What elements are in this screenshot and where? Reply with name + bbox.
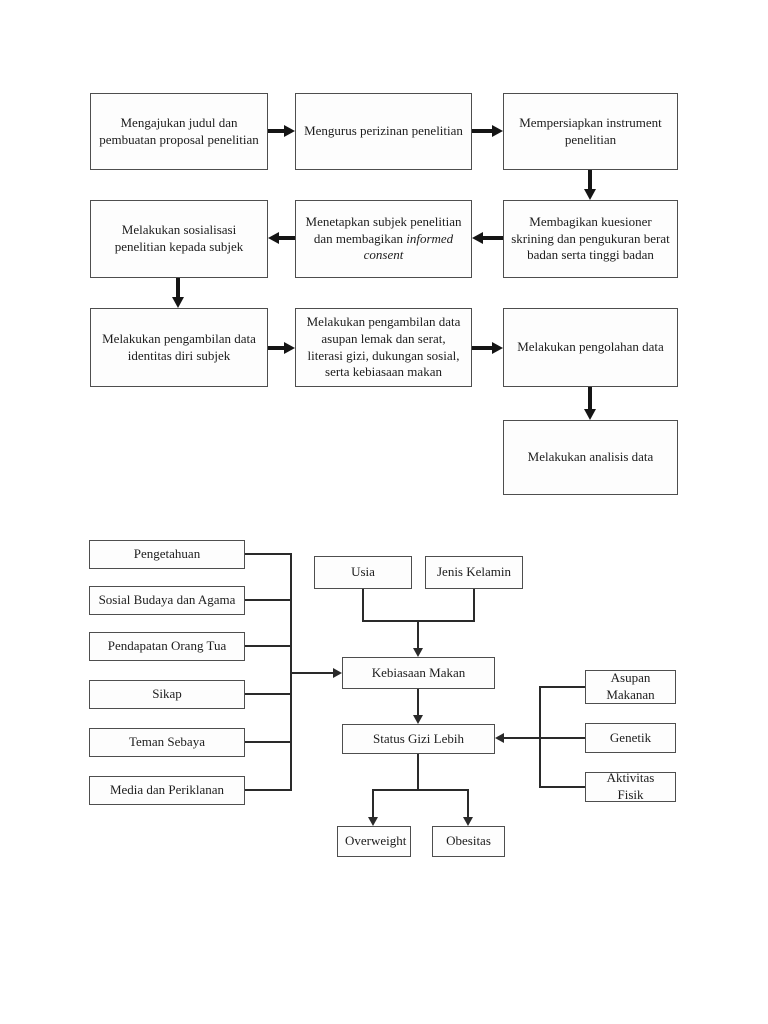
factor-box-jenis-kelamin: Jenis Kelamin	[425, 556, 523, 589]
arrow-line-right-icon	[472, 129, 492, 133]
connector-line	[372, 789, 469, 791]
factor-label: Jenis Kelamin	[436, 564, 511, 580]
factor-box-sosial-budaya: Sosial Budaya dan Agama	[89, 586, 245, 615]
arrowhead-down-icon	[463, 817, 473, 826]
arrow-line-down-icon	[417, 689, 419, 716]
outcome-box-overweight: Overweight	[337, 826, 411, 857]
flow-box-label: Mempersiapkan instrument penelitian	[519, 114, 662, 147]
arrowhead-left-icon	[472, 232, 483, 244]
flow-box-set-subjects: Menetapkan subjek penelitian dan membagi…	[295, 200, 472, 278]
flow-box-collect-intake: Melakukan pengambilan data asupan lemak …	[295, 308, 472, 387]
center-label: Kebiasaan Makan	[371, 664, 466, 680]
flow-box-process-data: Melakukan pengolahan data	[503, 308, 678, 387]
flow-box-label: Mengurus perizinan penelitian	[304, 123, 463, 139]
arrowhead-right-icon	[492, 125, 503, 137]
flow-box-label-text: Menetapkan subjek penelitian dan membagi…	[305, 213, 462, 246]
flow-box-collect-identity: Melakukan pengambilan data identitas dir…	[90, 308, 268, 387]
arrow-line-down-icon	[176, 278, 180, 298]
arrowhead-down-icon	[584, 189, 596, 200]
factor-label: Media dan Periklanan	[109, 782, 225, 798]
center-label: Status Gizi Lebih	[373, 730, 464, 746]
arrowhead-right-icon	[492, 342, 503, 354]
connector-line	[245, 645, 292, 647]
arrowhead-down-icon	[584, 409, 596, 420]
factor-box-sikap: Sikap	[89, 680, 245, 709]
arrow-line-down-icon	[467, 789, 469, 818]
factor-label: Aktivitas Fisik	[606, 770, 655, 802]
flow-box-label: Melakukan pengambilan data asupan lemak …	[306, 313, 461, 380]
arrow-line-right-icon	[472, 346, 492, 350]
factor-box-aktivitas-fisik: Aktivitas Fisik	[585, 770, 676, 802]
factor-label: Pendapatan Orang Tua	[107, 638, 227, 654]
arrow-line-down-icon	[372, 789, 374, 818]
flow-box-label: Membagikan kuesioner skrining dan penguk…	[511, 213, 670, 263]
arrowhead-left-icon	[268, 232, 279, 244]
factor-label: Teman Sebaya	[129, 734, 205, 750]
outcome-label: Obesitas	[446, 833, 491, 849]
factor-box-usia: Usia	[314, 556, 412, 589]
arrow-line-right-icon	[268, 346, 285, 350]
factor-label: Sikap	[152, 686, 182, 702]
arrowhead-down-icon	[368, 817, 378, 826]
arrowhead-right-icon	[333, 668, 342, 678]
connector-line	[245, 789, 292, 791]
arrow-line-right-icon	[268, 129, 285, 133]
factor-label: Pengetahuan	[133, 546, 201, 562]
factor-label: Asupan Makanan	[606, 670, 655, 702]
arrow-line-down-icon	[588, 387, 592, 409]
flow-box-label: Melakukan analisis data	[527, 449, 654, 465]
arrow-line-down-icon	[417, 620, 419, 649]
flow-box-socialization: Melakukan sosialisasi penelitian kepada …	[90, 200, 268, 278]
flow-box-label: Mengajukan judul dan pembuatan proposal …	[99, 114, 259, 147]
factor-label: Genetik	[609, 729, 652, 745]
factor-box-asupan-makanan: Asupan Makanan	[585, 670, 676, 704]
flow-box-label-italic: informed consent	[363, 230, 454, 263]
factor-box-pendapatan: Pendapatan Orang Tua	[89, 632, 245, 661]
connector-line	[362, 589, 364, 622]
center-box-status-gizi-lebih: Status Gizi Lebih	[342, 724, 495, 754]
connector-line	[473, 589, 475, 622]
connector-line	[245, 553, 292, 555]
factor-label: Sosial Budaya dan Agama	[98, 592, 236, 608]
arrowhead-right-icon	[284, 125, 295, 137]
flow-box-submit-title: Mengajukan judul dan pembuatan proposal …	[90, 93, 268, 170]
factor-box-teman-sebaya: Teman Sebaya	[89, 728, 245, 757]
flow-box-permits: Mengurus perizinan penelitian	[295, 93, 472, 170]
arrowhead-down-icon	[172, 297, 184, 308]
arrow-line-left-icon	[504, 737, 585, 739]
connector-line	[417, 754, 419, 791]
arrowhead-right-icon	[284, 342, 295, 354]
arrow-line-left-icon	[279, 236, 295, 240]
outcome-label: Overweight	[345, 833, 407, 849]
flow-box-label: Melakukan pengambilan data identitas dir…	[102, 330, 256, 363]
center-box-kebiasaan-makan: Kebiasaan Makan	[342, 657, 495, 689]
arrowhead-down-icon	[413, 715, 423, 724]
arrowhead-left-icon	[495, 733, 504, 743]
factor-label: Usia	[351, 564, 375, 580]
flow-box-label: Melakukan pengolahan data	[517, 339, 664, 355]
flow-box-distribute-questionnaire: Membagikan kuesioner skrining dan penguk…	[503, 200, 678, 278]
arrowhead-down-icon	[413, 648, 423, 657]
arrow-line-down-icon	[588, 170, 592, 190]
connector-line	[245, 693, 292, 695]
connector-line	[245, 741, 292, 743]
flow-box-label: Menetapkan subjek penelitian dan membagi…	[303, 214, 464, 265]
connector-line	[540, 686, 585, 688]
flow-box-label: Melakukan sosialisasi penelitian kepada …	[114, 222, 244, 254]
arrow-line-right-icon	[290, 672, 333, 674]
connector-line	[540, 786, 585, 788]
factor-box-media: Media dan Periklanan	[89, 776, 245, 805]
outcome-box-obesitas: Obesitas	[432, 826, 505, 857]
flow-box-prepare-instrument: Mempersiapkan instrument penelitian	[503, 93, 678, 170]
arrow-line-left-icon	[483, 236, 503, 240]
factor-box-pengetahuan: Pengetahuan	[89, 540, 245, 569]
factor-box-genetik: Genetik	[585, 723, 676, 753]
flow-box-analyze-data: Melakukan analisis data	[503, 420, 678, 495]
connector-line	[245, 599, 292, 601]
